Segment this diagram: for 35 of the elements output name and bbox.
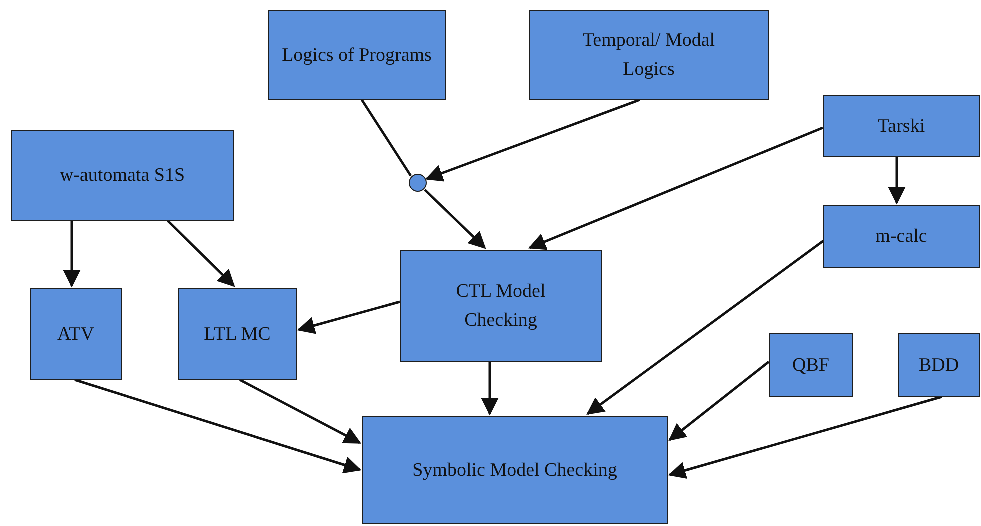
process-box bbox=[268, 10, 446, 100]
node-label: CTL Model Checking bbox=[455, 280, 547, 333]
arrow bbox=[424, 189, 486, 250]
node-label: w-automata S1S bbox=[60, 164, 186, 188]
node-label: BDD bbox=[918, 354, 960, 378]
node-label: Logics of Programs bbox=[282, 44, 432, 68]
arrow bbox=[425, 98, 640, 182]
arrow bbox=[63, 221, 81, 288]
arrow bbox=[668, 361, 770, 442]
node-label: ATV bbox=[58, 322, 94, 346]
arrow bbox=[528, 126, 824, 250]
arrow bbox=[888, 157, 906, 205]
arrow bbox=[74, 378, 362, 474]
process-box bbox=[30, 288, 122, 380]
arrow bbox=[239, 378, 362, 444]
node-label: Temporal/ Modal Logics bbox=[582, 29, 716, 82]
process-box bbox=[823, 95, 980, 157]
process-box bbox=[769, 333, 853, 397]
arrow bbox=[668, 396, 942, 480]
process-box bbox=[898, 333, 980, 397]
process-box bbox=[11, 130, 234, 221]
node-label: QBF bbox=[792, 354, 830, 378]
process-box bbox=[400, 250, 602, 362]
arrow bbox=[297, 300, 400, 334]
process-box bbox=[178, 288, 297, 380]
node-label: Symbolic Model Checking bbox=[412, 458, 618, 482]
arrow bbox=[481, 362, 499, 416]
node-label: m-calc bbox=[876, 225, 928, 249]
process-box bbox=[529, 10, 769, 100]
process-box bbox=[823, 205, 980, 268]
process-box bbox=[362, 416, 668, 524]
arrow bbox=[167, 220, 236, 288]
node-label: Tarski bbox=[878, 114, 926, 138]
junction-circle bbox=[409, 174, 427, 192]
node-label: LTL MC bbox=[204, 322, 271, 346]
